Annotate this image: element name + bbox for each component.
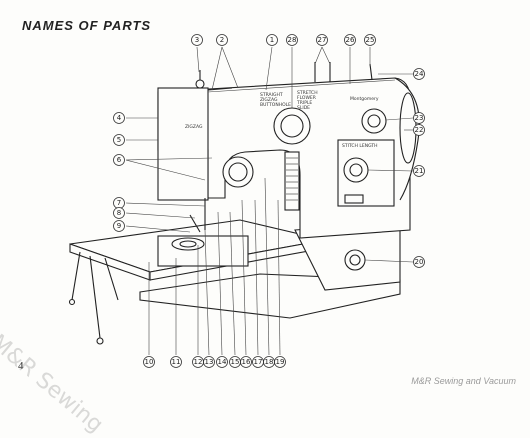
callout-17: 17 (252, 356, 264, 368)
thread-guides (195, 62, 373, 91)
callout-12: 12 (192, 356, 204, 368)
svg-text:26: 26 (346, 36, 355, 44)
callout-24: 24 (413, 68, 425, 80)
svg-text:28: 28 (288, 36, 297, 44)
svg-text:14: 14 (218, 358, 227, 366)
callout-15: 15 (229, 356, 241, 368)
brand-label: Montgomery (350, 96, 379, 102)
page-title: NAMES OF PARTS (22, 18, 152, 33)
svg-text:7: 7 (117, 199, 121, 207)
svg-text:9: 9 (117, 222, 121, 230)
callout-16: 16 (240, 356, 252, 368)
callout-21: 21 (413, 165, 425, 177)
svg-text:2: 2 (220, 36, 224, 44)
callout-1: 1 (266, 34, 278, 46)
svg-text:25: 25 (366, 36, 375, 44)
callout-4: 4 (113, 112, 125, 124)
callout-3: 3 (191, 34, 203, 46)
svg-text:16: 16 (242, 358, 251, 366)
callout-25: 25 (364, 34, 376, 46)
panel-right-4: SLIDE (297, 105, 310, 111)
stitch-length-label: STITCH LENGTH (342, 143, 378, 149)
model-hint-label: ZIGZAG (185, 124, 203, 130)
watermark-corner: M&R Sewing and Vacuum (411, 376, 516, 386)
svg-text:27: 27 (318, 36, 327, 44)
svg-text:18: 18 (265, 358, 274, 366)
callout-10: 10 (143, 356, 155, 368)
svg-text:4: 4 (117, 114, 122, 122)
callout-9: 9 (113, 220, 125, 232)
callout-2: 2 (216, 34, 228, 46)
panel-left-1: STRAIGHT (260, 92, 283, 98)
callout-22: 22 (413, 124, 425, 136)
svg-text:24: 24 (415, 70, 424, 78)
svg-text:1: 1 (270, 36, 274, 44)
machine-body (157, 77, 420, 239)
svg-text:17: 17 (254, 358, 263, 366)
callout-20: 20 (413, 256, 425, 268)
svg-text:3: 3 (195, 36, 199, 44)
callout-18: 18 (263, 356, 275, 368)
callout-5: 5 (113, 134, 125, 146)
svg-text:11: 11 (172, 358, 181, 366)
callout-23: 23 (413, 112, 425, 124)
svg-text:12: 12 (194, 358, 203, 366)
svg-text:21: 21 (415, 167, 424, 175)
panel-right-3: TRIPLE (296, 100, 312, 106)
dials (222, 107, 387, 271)
callout-19: 19 (274, 356, 286, 368)
panel-right-2: FLOWER (297, 95, 316, 101)
page-number: 4 (18, 360, 24, 372)
svg-text:22: 22 (415, 126, 424, 134)
callout-14: 14 (216, 356, 228, 368)
svg-text:5: 5 (117, 136, 121, 144)
svg-text:19: 19 (276, 358, 285, 366)
panel-left-3: BUTTONHOLE (260, 102, 291, 108)
callout-26: 26 (344, 34, 356, 46)
leader-lines (125, 46, 414, 356)
svg-text:6: 6 (117, 156, 122, 164)
callout-27: 27 (316, 34, 328, 46)
svg-text:15: 15 (231, 358, 240, 366)
callout-8: 8 (113, 207, 125, 219)
callout-13: 13 (203, 356, 215, 368)
callout-6: 6 (113, 154, 125, 166)
callout-28: 28 (286, 34, 298, 46)
callout-11: 11 (170, 356, 182, 368)
needle-area (171, 198, 206, 251)
svg-text:23: 23 (415, 114, 424, 122)
sewing-machine-diagram: STRAIGHT ZIGZAG BUTTONHOLE STRETCH FLOWE… (68, 34, 425, 368)
svg-text:10: 10 (145, 358, 154, 366)
svg-text:20: 20 (415, 258, 424, 266)
svg-text:13: 13 (205, 358, 214, 366)
callout-7: 7 (113, 197, 125, 209)
svg-text:8: 8 (117, 209, 121, 217)
panel-left-2: ZIGZAG (260, 97, 278, 103)
panel-right-1: STRETCH (297, 90, 318, 96)
